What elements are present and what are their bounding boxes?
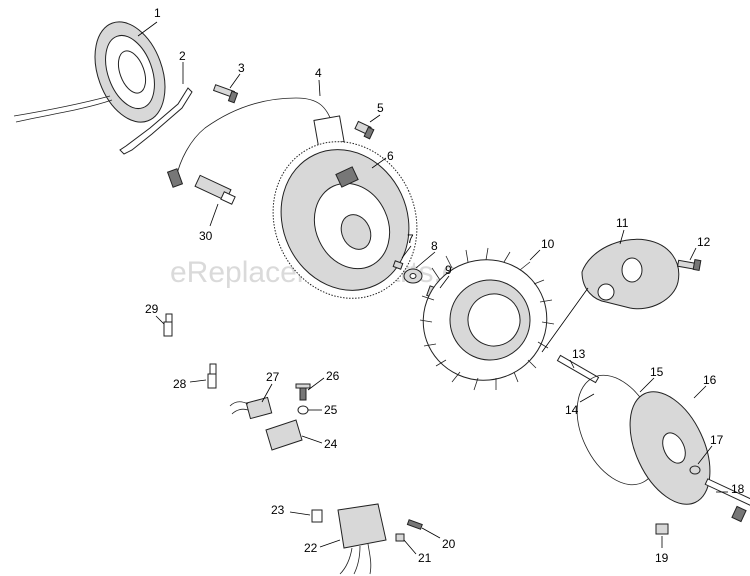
callout-22: 22 [304,541,318,555]
callout-3: 3 [238,61,245,75]
leader-29 [155,315,165,325]
ignition-coil-part [581,238,680,310]
clip-part-23 [311,509,323,523]
leader-3 [229,73,241,89]
flywheel-part [272,141,418,299]
terminal-part-29 [163,313,173,337]
regulator-module-part [337,503,387,575]
callout-5: 5 [377,101,384,115]
callout-1: 1 [154,6,161,20]
terminal-part-28 [207,363,217,389]
washer-part [403,268,423,284]
callout-20: 20 [442,537,456,551]
leader-17 [697,445,713,465]
rectifier-part [265,419,303,451]
callout-15: 15 [650,365,664,379]
leader-24 [301,435,323,444]
leader-28 [189,379,207,383]
leader-20 [421,527,441,539]
nut-part-21 [395,533,405,542]
callout-23: 23 [271,503,285,517]
pin-part [556,354,600,384]
leader-9 [439,275,450,289]
key-part [392,260,404,270]
screw-part-5 [354,120,375,140]
callout-6: 6 [387,149,394,163]
leader-coil-fan [541,287,589,353]
screw-part-12 [677,258,702,272]
callout-9: 9 [445,263,452,277]
nut-part-19 [655,523,669,535]
leader-21 [403,539,417,555]
washer-part-25 [297,405,309,415]
leader-5 [369,114,381,123]
callout-2: 2 [179,49,186,63]
leader-22 [319,539,341,548]
callout-28: 28 [173,377,187,391]
callout-4: 4 [315,66,322,80]
screw-part-26 [295,383,311,401]
leader-15 [639,377,655,393]
callout-26: 26 [326,369,340,383]
screw-part-3 [212,84,239,104]
leader-30 [209,203,219,227]
leader-1 [137,21,158,37]
callout-8: 8 [431,239,438,253]
leader-4 [318,79,321,97]
screen-part [629,391,711,505]
callout-18: 18 [731,482,745,496]
bolt-part [704,478,750,523]
callout-14: 14 [565,403,579,417]
leader-12 [689,247,697,261]
leader-23 [289,511,311,516]
callout-19: 19 [655,551,669,565]
ground-strap-part [119,87,193,155]
leader-7 [401,245,412,259]
screw-part-20 [406,519,423,530]
leader-16 [693,385,707,399]
leader-6 [371,157,387,169]
leader-11 [619,229,625,245]
leader-lines [137,21,728,555]
leader-8 [415,251,436,269]
callout-11: 11 [616,216,629,230]
callout-12: 12 [697,235,711,249]
leader-27 [261,383,273,403]
leader-14 [579,393,595,403]
callout-24: 24 [324,437,338,451]
leader-26 [307,377,325,391]
callout-21: 21 [418,551,432,565]
callout-17: 17 [710,433,724,447]
connector-part [229,396,273,420]
callout-29: 29 [145,302,159,316]
washer-part-17 [689,465,701,475]
callout-7: 7 [407,232,414,246]
leader-13 [569,359,575,369]
callout-27: 27 [266,370,280,384]
fan-part [419,247,555,391]
callout-13: 13 [572,347,586,361]
callout-labels: 1 2 3 4 5 6 7 8 9 10 11 12 13 14 15 16 1… [145,6,745,565]
leader-10 [529,249,541,261]
callout-10: 10 [541,237,555,251]
callout-16: 16 [703,373,717,387]
stator-part [13,21,166,123]
spark-plug-part [194,174,236,205]
callout-30: 30 [199,229,213,243]
callout-25: 25 [324,403,338,417]
